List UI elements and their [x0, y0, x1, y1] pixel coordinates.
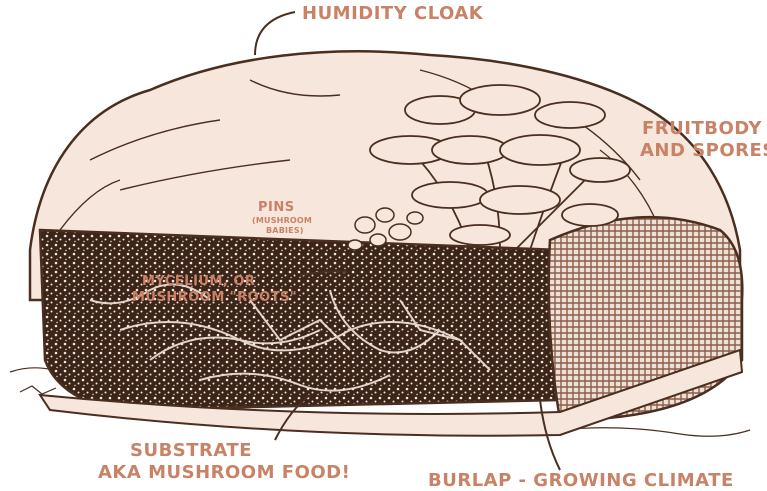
label-mushroom-roots: MUSHROOM "ROOTS"	[132, 290, 297, 305]
label-spores: AND SPORES	[640, 140, 767, 161]
label-fruitbody: FRUITBODY	[642, 118, 762, 139]
label-substrate: SUBSTRATE	[130, 440, 252, 461]
label-humidity-cloak: HUMIDITY CLOAK	[302, 3, 483, 24]
label-mushroom-food: AKA MUSHROOM FOOD!	[98, 462, 350, 483]
label-mycelium: MYCELIUM, OR	[142, 274, 255, 289]
label-pins-sub-1: (MUSHROOM	[252, 216, 312, 225]
label-pins-sub-2: BABIES)	[266, 226, 304, 235]
label-burlap: BURLAP - GROWING CLIMATE	[428, 470, 734, 491]
substrate-block	[40, 230, 560, 410]
label-pins: PINS	[258, 200, 295, 215]
